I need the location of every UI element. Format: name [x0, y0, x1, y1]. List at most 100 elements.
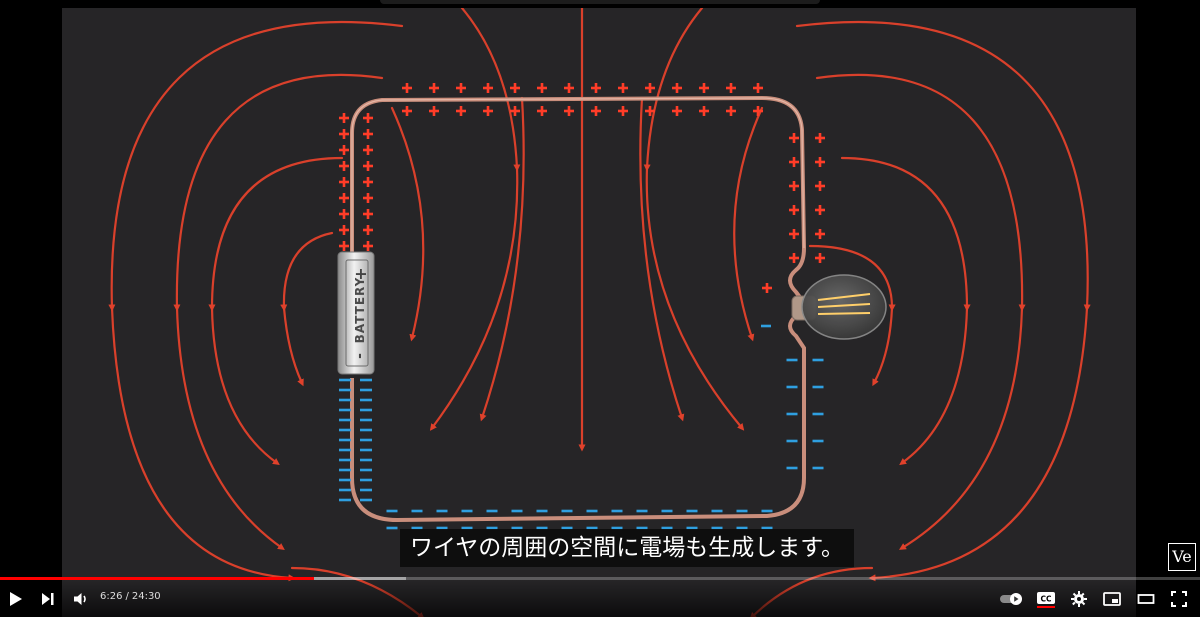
negative-charge	[360, 478, 372, 482]
positive-charge	[363, 113, 373, 123]
positive-charge	[339, 209, 349, 219]
positive-charge	[363, 177, 373, 187]
negative-charge	[686, 509, 698, 513]
positive-charge	[815, 229, 825, 239]
negative-charge	[511, 526, 523, 530]
negative-charge	[386, 509, 398, 513]
negative-charges	[339, 324, 824, 530]
negative-charge	[736, 509, 748, 513]
negative-charge	[561, 509, 573, 513]
negative-charge	[536, 509, 548, 513]
negative-charge	[339, 468, 351, 472]
negative-charge	[812, 358, 824, 362]
play-icon	[10, 592, 22, 606]
field-line	[840, 156, 971, 466]
negative-charge	[339, 418, 351, 422]
negative-charge	[636, 509, 648, 513]
field-line	[390, 106, 425, 342]
positive-charge	[510, 106, 520, 116]
battery-plus-sign: +	[351, 267, 370, 280]
negative-charge	[339, 408, 351, 412]
field-line	[639, 96, 685, 422]
field-line	[733, 106, 764, 342]
positive-charge	[789, 205, 799, 215]
positive-charge	[363, 209, 373, 219]
theater-mode-button[interactable]	[1133, 586, 1159, 612]
miniplayer-button[interactable]	[1099, 586, 1125, 612]
negative-charge	[360, 378, 372, 382]
positive-charge	[402, 106, 412, 116]
field-line	[429, 8, 521, 431]
negative-charge	[360, 428, 372, 432]
positive-charge	[789, 157, 799, 167]
negative-charge	[711, 526, 723, 530]
positive-charge	[789, 181, 799, 191]
field-line	[280, 231, 334, 387]
positive-charge	[456, 83, 466, 93]
current-time: 6:26	[100, 591, 123, 602]
positive-charge	[339, 193, 349, 203]
settings-button[interactable]	[1066, 586, 1092, 612]
positive-charge	[618, 106, 628, 116]
play-button[interactable]	[3, 586, 29, 612]
field-line	[208, 156, 344, 466]
positive-charge	[815, 157, 825, 167]
subtitle-caption: ワイヤの周囲の空間に電場も生成します。	[400, 529, 855, 567]
negative-charge	[812, 412, 824, 416]
negative-charge	[486, 509, 498, 513]
negative-charge	[686, 526, 698, 530]
positive-charge	[564, 83, 574, 93]
negative-charge	[360, 388, 372, 392]
miniplayer-icon	[1103, 592, 1121, 606]
autoplay-toggle[interactable]	[998, 586, 1026, 612]
battery-minus-sign: -	[352, 353, 368, 359]
positive-charge	[363, 193, 373, 203]
negative-charge	[339, 498, 351, 502]
time-separator: /	[125, 591, 129, 602]
time-display: 6:26/24:30	[100, 590, 161, 604]
video-frame[interactable]: + BATTERY - ワイヤの周囲の空間に電場も生成します。	[62, 8, 1136, 617]
fullscreen-button[interactable]	[1166, 586, 1192, 612]
positive-charge	[339, 145, 349, 155]
negative-charge	[386, 526, 398, 530]
gear-icon	[1071, 591, 1087, 607]
negative-charge	[611, 509, 623, 513]
negative-charge	[786, 358, 798, 362]
positive-charges	[339, 83, 825, 293]
progress-bar[interactable]	[0, 577, 1200, 580]
volume-button[interactable]	[68, 586, 94, 612]
negative-charge	[339, 428, 351, 432]
negative-charge	[761, 526, 773, 530]
positive-charge	[672, 83, 682, 93]
negative-charge	[786, 439, 798, 443]
negative-charge	[339, 448, 351, 452]
negative-charge	[436, 509, 448, 513]
negative-charge	[360, 448, 372, 452]
negative-charge	[360, 438, 372, 442]
field-line	[808, 244, 896, 387]
negative-charge	[339, 458, 351, 462]
subtitles-button[interactable]: CC	[1033, 586, 1059, 612]
control-bar: 6:26/24:30 CC	[0, 580, 1200, 617]
cc-label: CC	[1040, 595, 1052, 604]
positive-charge	[618, 83, 628, 93]
positive-charge	[815, 205, 825, 215]
positive-charge	[429, 106, 439, 116]
positive-charge	[363, 161, 373, 171]
positive-charge	[762, 283, 772, 293]
positive-charge	[339, 113, 349, 123]
positive-charge	[339, 241, 349, 251]
negative-charge	[611, 526, 623, 530]
negative-charge	[339, 378, 351, 382]
negative-charge	[360, 458, 372, 462]
next-button[interactable]	[35, 586, 61, 612]
field-line	[815, 73, 1026, 550]
negative-charge	[661, 526, 673, 530]
negative-charge	[360, 398, 372, 402]
negative-charge	[786, 466, 798, 470]
channel-watermark[interactable]: Ve	[1168, 543, 1196, 571]
positive-charge	[789, 253, 799, 263]
negative-charge	[411, 509, 423, 513]
autoplay-toggle-icon	[1000, 593, 1022, 605]
